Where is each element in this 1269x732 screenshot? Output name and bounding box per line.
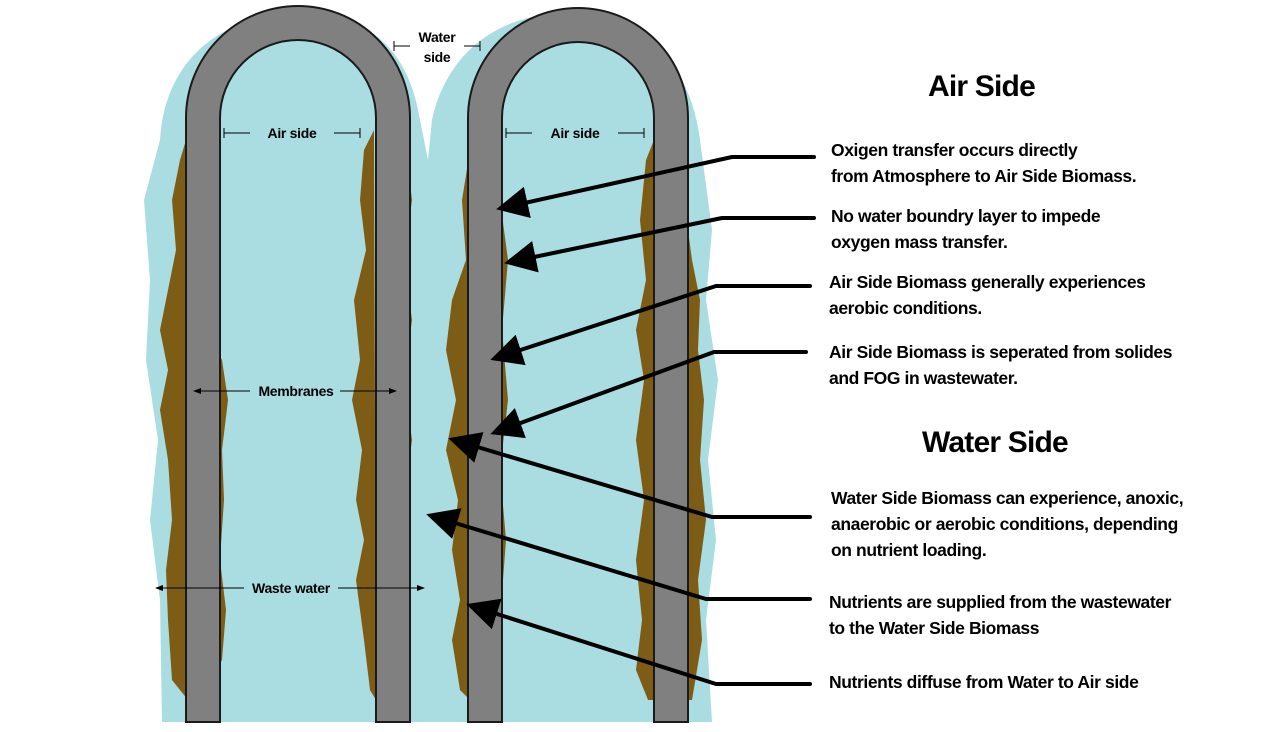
water-envelope-left xyxy=(144,13,718,722)
membranes-text: Membranes xyxy=(258,383,334,399)
air-note-no-boundary-layer: No water boundry layer to impede oxygen … xyxy=(831,203,1101,255)
note-line: Air Side Biomass generally experiences xyxy=(829,272,1146,292)
membranes-label: Membranes xyxy=(193,383,397,399)
waste-water-text: Waste water xyxy=(252,580,331,596)
note-line: Air Side Biomass is seperated from solid… xyxy=(829,342,1173,362)
note-line: from Atmosphere to Air Side Biomass. xyxy=(831,166,1137,186)
waste-water-label: Waste water xyxy=(155,580,425,596)
diagram-labels: Water side Air side Air side Membranes W… xyxy=(155,29,645,596)
note-line: Nutrients are supplied from the wastewat… xyxy=(829,592,1172,612)
arrow-separated xyxy=(490,350,808,439)
water-side-label-line2: side xyxy=(424,49,451,65)
note-line: and FOG in wastewater. xyxy=(829,368,1018,388)
air-side-heading: Air Side xyxy=(928,70,1036,103)
note-line: Oxigen transfer occurs directly xyxy=(831,140,1078,160)
water-note-nutrients-diffuse: Nutrients diffuse from Water to Air side xyxy=(829,669,1139,695)
air-side-right-label: Air side xyxy=(505,125,645,141)
note-line: oxygen mass transfer. xyxy=(831,232,1008,252)
note-line: No water boundry layer to impede xyxy=(831,206,1101,226)
air-note-aerobic: Air Side Biomass generally experiences a… xyxy=(829,269,1146,321)
membrane-left-u xyxy=(185,5,411,723)
note-line: to the Water Side Biomass xyxy=(829,618,1040,638)
water-side-heading: Water Side xyxy=(922,426,1069,459)
biomass-left-outer xyxy=(160,140,188,700)
arrow-nutrients-diffuse xyxy=(466,598,812,686)
water-side-top-label: Water side xyxy=(393,29,481,65)
bottom-mask xyxy=(140,723,740,732)
note-line: Water Side Biomass can experience, anoxi… xyxy=(831,488,1184,508)
water-side-label-line1: Water xyxy=(419,29,457,45)
arrow-no-boundary-layer xyxy=(504,216,816,273)
water-region xyxy=(144,13,718,722)
arrow-nutrients-supplied xyxy=(426,508,812,601)
membrane-right-u xyxy=(467,7,689,723)
water-note-conditions: Water Side Biomass can experience, anoxi… xyxy=(831,485,1184,563)
air-note-oxygen-transfer: Oxigen transfer occurs directly from Atm… xyxy=(831,137,1137,189)
arrow-oxygen-transfer xyxy=(496,155,816,218)
biomass-right-outer xyxy=(636,140,658,700)
arrow-aerobic xyxy=(490,284,812,366)
note-line: on nutrient loading. xyxy=(831,540,987,560)
air-side-left-text: Air side xyxy=(268,125,317,141)
membrane-tubes xyxy=(140,5,740,732)
arrow-water-side-biomass xyxy=(448,432,812,519)
note-line: anaerobic or aerobic conditions, dependi… xyxy=(831,514,1178,534)
note-line: aerobic conditions. xyxy=(829,298,982,318)
note-line: Nutrients diffuse from Water to Air side xyxy=(829,672,1139,692)
air-side-right-text: Air side xyxy=(551,125,600,141)
biomass-middle-left xyxy=(352,130,376,700)
air-note-separated: Air Side Biomass is seperated from solid… xyxy=(829,339,1172,391)
water-note-nutrients-supplied: Nutrients are supplied from the wastewat… xyxy=(829,589,1171,641)
biomass-center-right xyxy=(446,150,470,700)
air-side-left-label: Air side xyxy=(223,125,361,141)
leader-arrows xyxy=(426,155,816,686)
